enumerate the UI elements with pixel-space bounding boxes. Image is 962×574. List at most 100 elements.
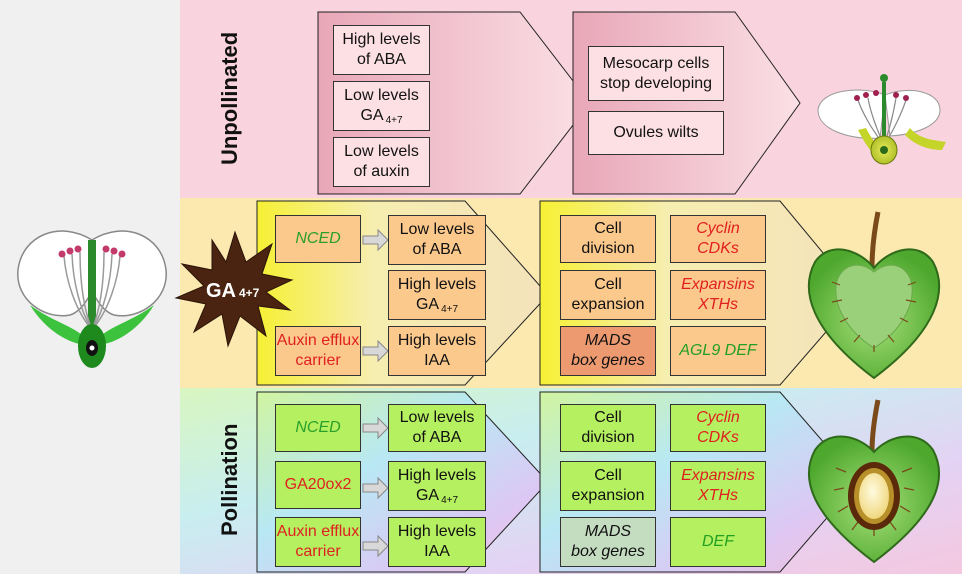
ga-star-shape [174,230,294,348]
pol-target-cyclin-line2: CDKs [697,429,739,446]
mid-effect-expansion-line1: Cell [594,276,622,293]
row-label-pollination: Pollination [217,423,242,536]
ga-star-text: GA [206,280,236,302]
mid-gene-auxin: Auxin efflux carrier [275,326,361,376]
pol-level-iaa-line2: IAA [424,543,450,560]
mid-effect-mads-line2: box genes [571,352,645,369]
pol-effect-expansion-line1: Cell [594,467,622,484]
unpol-aba-line2: of ABA [357,51,406,68]
pol-effect-mads-line1: MADS [584,523,632,540]
unpol-ovules-line1: Ovules wilts [613,124,699,141]
unpol-ga-sub: 4+7 [385,115,403,126]
unpol-mesocarp-line1: Mesocarp cells [602,54,710,72]
developing-fruit-illustration [807,211,941,380]
arrow-nced-pol [362,416,389,440]
arrow-auxin-pol [362,534,389,558]
arrow-ga20-pol [362,476,389,500]
flower-illustration [17,230,167,368]
pol-level-ga-line1: High levels [397,467,477,484]
mid-effect-mads: MADS box genes [560,326,656,376]
pol-level-ga-line2: GA [415,487,440,504]
pol-target-expansins-line1: Expansins [681,467,755,484]
mid-gene-nced-line1: NCED [295,230,341,247]
pol-level-iaa-line1: High levels [397,523,477,540]
arrow-auxin-mid [362,339,389,363]
unpol-auxin-box: Low levels of auxin [333,137,430,187]
pol-gene-auxin-line2: carrier [295,543,341,560]
mid-effect-expansion: Cell expansion [560,270,656,320]
pol-effect-expansion-line2: expansion [571,487,645,504]
pol-effect-mads-line2: box genes [571,543,645,560]
unpol-mesocarp-box: Mesocarp cells stop developing [588,46,724,101]
mid-level-ga-line2: GA [415,296,440,313]
pol-level-iaa: High levels IAA [388,517,486,567]
unpol-ovules-box: Ovules wilts [588,111,724,155]
row-label-unpollinated: Unpollinated [217,31,242,165]
mid-level-aba-line1: Low levels [399,221,475,238]
unpol-mesocarp-line2: stop developing [599,74,713,92]
unpol-aba-box: High levels of ABA [333,25,430,75]
unpol-ga-line1: Low levels [344,87,419,104]
wilted-flower-illustration [817,74,946,165]
mid-level-aba: Low levels of ABA [388,215,486,265]
mid-target-expansins-line1: Expansins [681,276,755,293]
pol-effect-division-line2: division [581,429,635,446]
mid-target-expansins: Expansins XTHs [670,270,766,320]
pol-target-expansins: Expansins XTHs [670,461,766,511]
mid-gene-nced: NCED [275,215,361,263]
mid-effect-mads-line1: MADS [584,332,632,349]
mid-target-expansins-line2: XTHs [698,296,738,313]
mid-level-iaa-line1: High levels [397,332,477,349]
ga-star-sub: 4+7 [239,286,260,300]
pol-target-def-line1: DEF [702,533,734,550]
mid-level-iaa-line2: IAA [424,352,450,369]
unpol-auxin-line1: Low levels [344,143,419,160]
pol-target-cyclin-line1: Cyclin [696,409,740,426]
mid-effect-division-line2: division [581,240,635,257]
pol-effect-mads: MADS box genes [560,517,656,567]
mid-gene-auxin-line1: Auxin efflux [276,332,360,349]
pol-gene-auxin: Auxin efflux carrier [275,517,361,567]
mid-target-cyclin: Cyclin CDKs [670,215,766,263]
pollinated-fruit-illustration [807,399,941,564]
mid-target-cyclin-line2: CDKs [697,240,739,257]
pol-effect-division-line1: Cell [594,409,622,426]
pol-gene-auxin-line1: Auxin efflux [276,523,360,540]
pol-level-aba: Low levels of ABA [388,404,486,452]
unpol-auxin-line2: of auxin [353,163,410,180]
pol-gene-nced-line1: NCED [295,419,341,436]
mid-effect-division: Cell division [560,215,656,263]
pol-level-ga-sub: 4+7 [441,495,459,506]
mid-level-ga-sub: 4+7 [441,304,459,315]
mid-level-ga-line1: High levels [397,276,477,293]
pol-effect-division: Cell division [560,404,656,452]
pol-target-cyclin: Cyclin CDKs [670,404,766,452]
mid-effect-division-line1: Cell [594,220,622,237]
mid-target-agl9-line1: AGL9 DEF [679,342,757,359]
pol-gene-nced: NCED [275,404,361,452]
mid-target-cyclin-line1: Cyclin [696,220,740,237]
pol-gene-ga20ox2-line1: GA20ox2 [284,476,352,493]
arrow-nced-mid [362,228,389,252]
pol-effect-expansion: Cell expansion [560,461,656,511]
pol-gene-ga20ox2: GA20ox2 [275,461,361,509]
mid-gene-auxin-line2: carrier [295,352,341,369]
mid-effect-expansion-line2: expansion [571,296,645,313]
pol-target-def: DEF [670,517,766,567]
pol-target-expansins-line2: XTHs [698,487,738,504]
mid-level-aba-line2: of ABA [412,241,462,258]
mid-level-iaa: High levels IAA [388,326,486,376]
unpol-ga-line2: GA [360,107,384,124]
pol-level-aba-line2: of ABA [412,429,462,446]
unpol-aba-line1: High levels [342,31,421,48]
pol-level-aba-line1: Low levels [399,409,475,426]
mid-target-agl9: AGL9 DEF [670,326,766,376]
